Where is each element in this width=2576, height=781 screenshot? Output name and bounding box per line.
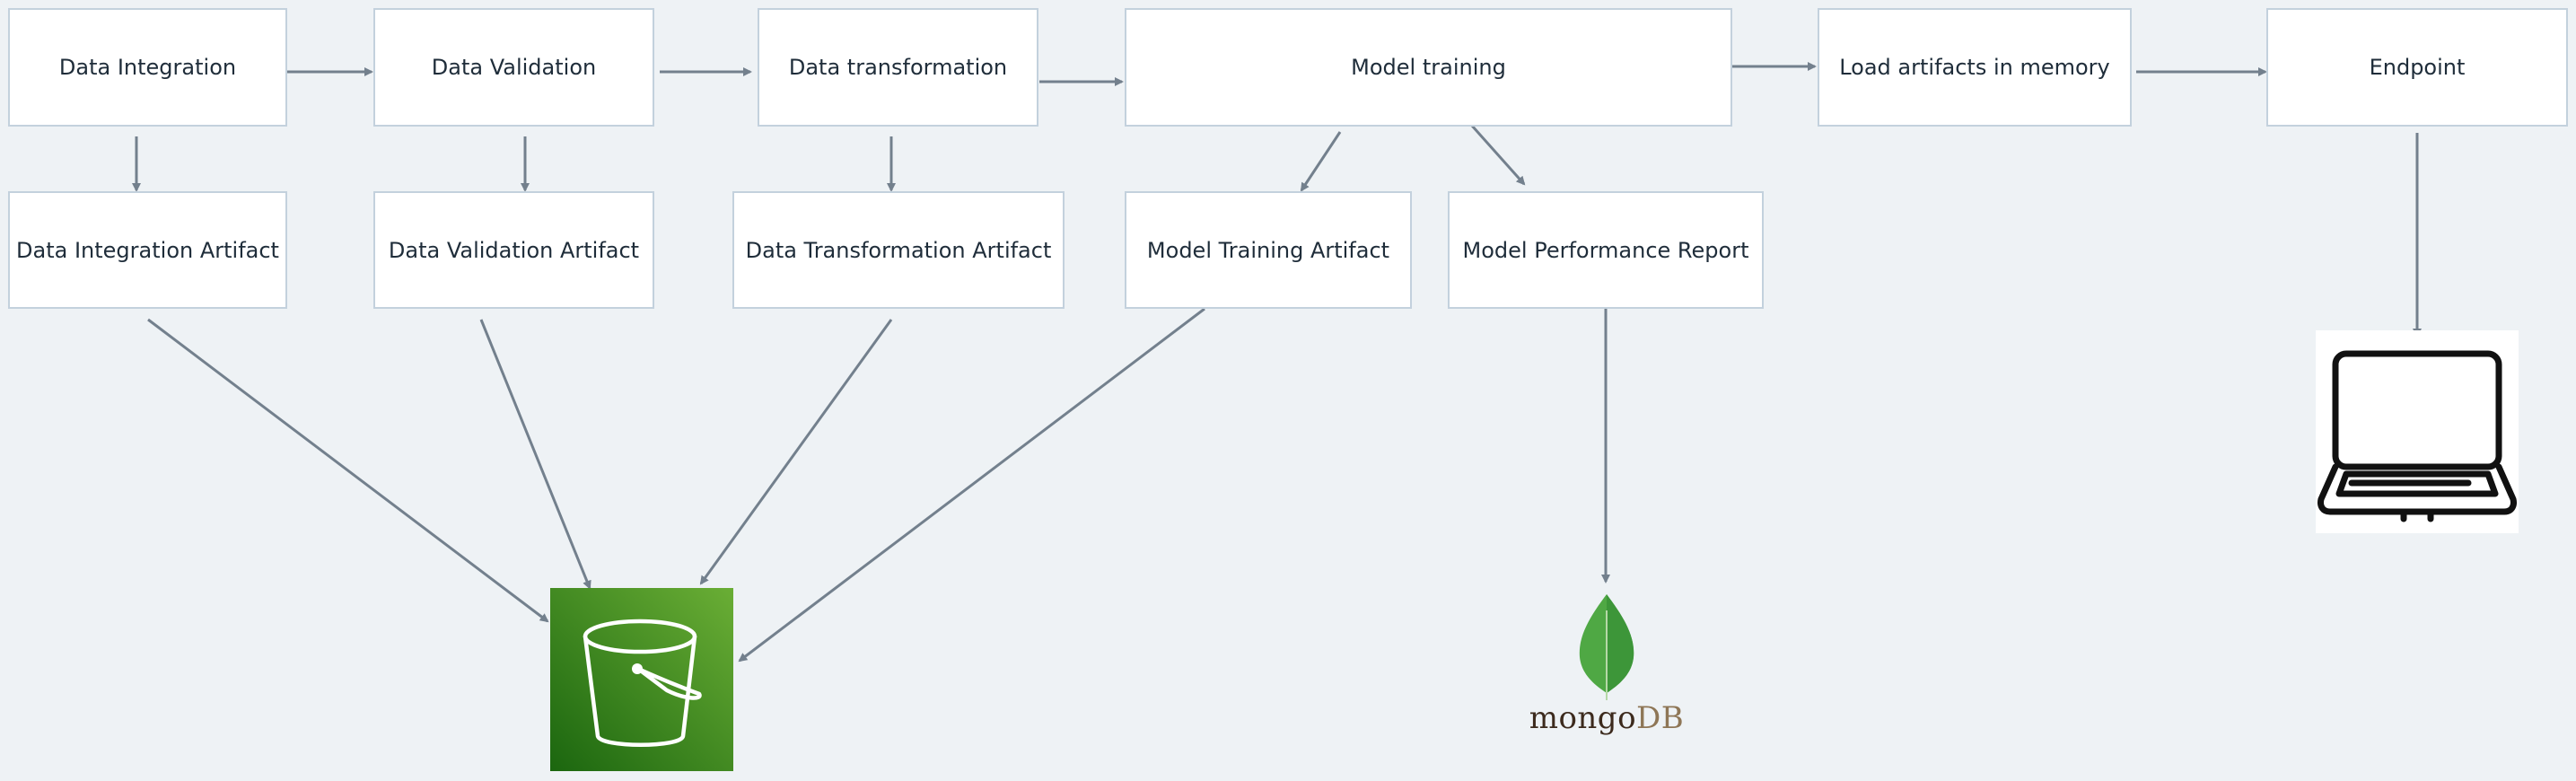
node-label: Data Validation Artifact [388,237,640,263]
edge-training-to-performance-report [1470,125,1526,186]
node-label: Data Integration Artifact [16,237,279,263]
node-load-artifacts: Load artifacts in memory [1818,8,2132,127]
node-data-validation-artifact: Data Validation Artifact [373,191,654,309]
edge-transformation-artifact-to-storage [699,319,893,585]
node-label: Endpoint [2369,55,2466,80]
node-data-transformation: Data transformation [758,8,1038,127]
node-data-transformation-artifact: Data Transformation Artifact [732,191,1065,309]
node-data-integration: Data Integration [8,8,287,127]
node-label: Data Transformation Artifact [745,237,1052,263]
node-model-performance-report: Model Performance Report [1448,191,1764,309]
edge-training-artifact-to-storage [738,307,1205,663]
node-label: Data Validation [431,55,597,80]
node-model-training-artifact: Model Training Artifact [1125,191,1412,309]
node-label: Data transformation [788,55,1008,80]
node-data-integration-artifact: Data Integration Artifact [8,191,287,309]
node-model-training: Model training [1125,8,1732,127]
edge-integration-artifact-to-storage [147,318,549,623]
mongodb-wordmark-part1: mongo [1529,700,1637,736]
node-label: Data Integration [58,55,237,80]
node-label: Load artifacts in memory [1839,55,2110,80]
edge-validation-artifact-to-storage [479,319,591,590]
s3-bucket-icon [550,588,733,771]
node-label: Model training [1351,55,1506,80]
node-data-validation: Data Validation [373,8,654,127]
mongodb-wordmark: mongoDB [1526,700,1687,736]
node-endpoint: Endpoint [2266,8,2568,127]
mongodb-logo: mongoDB [1526,592,1687,745]
node-label: Model Training Artifact [1146,237,1390,263]
laptop-icon [2316,330,2519,533]
node-label: Model Performance Report [1462,237,1749,263]
mongodb-wordmark-part2: DB [1636,700,1685,736]
edge-training-to-training-artifact [1300,131,1342,192]
